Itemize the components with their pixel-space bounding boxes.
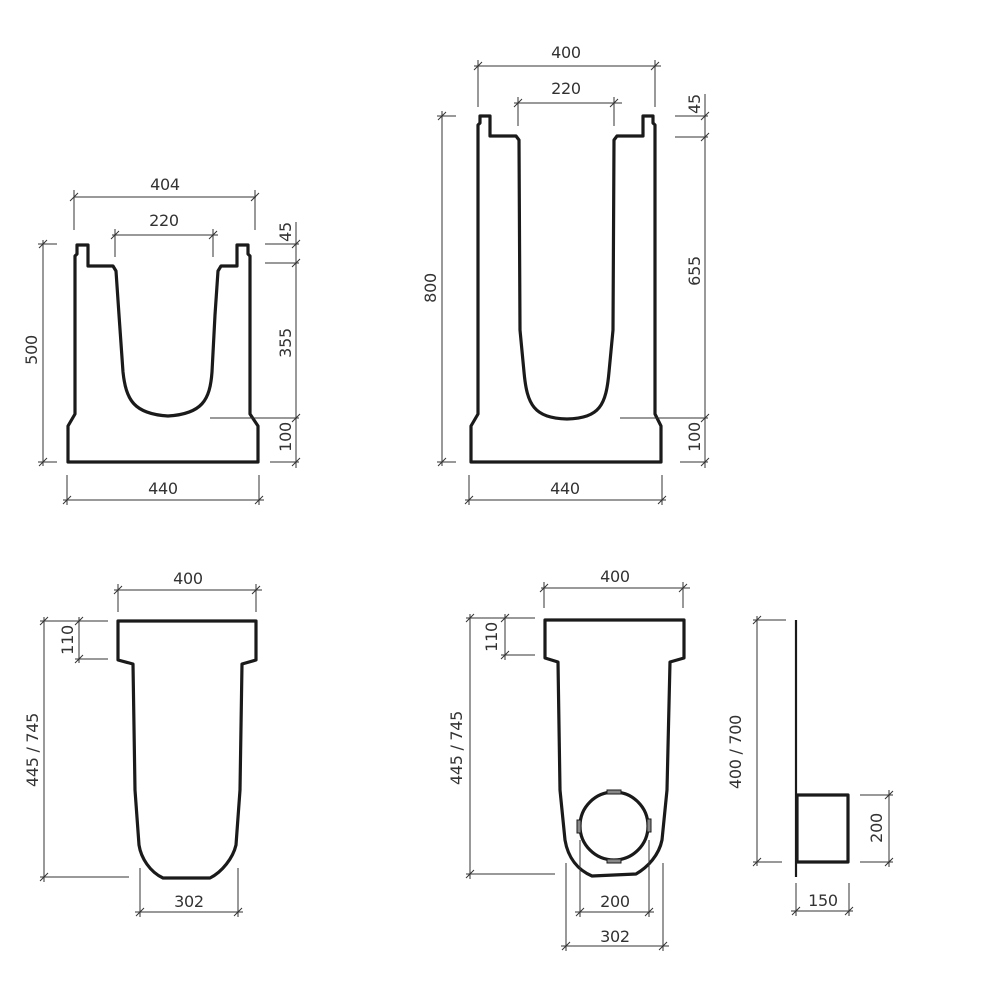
dim-label: 302	[174, 892, 204, 911]
gully-outline	[116, 619, 258, 880]
dim-label: 404	[150, 175, 180, 194]
dim-top-outer-width: 404	[69, 175, 260, 230]
gully-outlet-outline	[543, 618, 686, 878]
dim-label: 445 / 745	[447, 711, 466, 785]
dim-base-width: 440	[464, 475, 667, 505]
dim-label: 220	[149, 211, 179, 230]
dim-label: 445 / 745	[23, 713, 42, 787]
dim-top-width: 400	[113, 569, 262, 612]
dim-label: 200	[600, 892, 630, 911]
dim-label: 400	[600, 567, 630, 586]
pipe-lug	[576, 819, 582, 834]
dim-outlet-height: 200	[860, 790, 894, 867]
dim-label: 100	[276, 422, 295, 452]
dim-top-outer-width: 400	[473, 43, 661, 107]
gully-side-view: 400 / 700 200 150	[726, 615, 894, 916]
dim-label: 400	[173, 569, 203, 588]
dim-outlet-diameter: 200	[575, 840, 654, 917]
dim-outlet-length: 150	[791, 883, 854, 916]
dim-top-width: 400	[539, 567, 690, 608]
dim-label: 110	[482, 622, 501, 652]
outlet-box	[795, 793, 850, 864]
dim-label: 200	[867, 813, 886, 843]
dim-label: 655	[685, 256, 704, 286]
dim-label: 45	[685, 94, 704, 114]
channel-500-view: 404 220 500	[22, 175, 301, 505]
dim-label: 150	[808, 891, 838, 910]
dim-label: 45	[276, 222, 295, 242]
dim-bottom-width: 302	[561, 863, 669, 951]
dim-total-height: 445 / 745	[23, 616, 129, 882]
dim-total-height: 400 / 700	[726, 615, 786, 867]
gully-view: 400 110 445 / 745 302	[23, 569, 262, 917]
dim-top-inner-width: 220	[513, 79, 622, 126]
channel-800-view: 400 220 800 45	[421, 43, 710, 505]
pipe-lug	[646, 818, 652, 833]
pipe-lug	[606, 789, 622, 795]
dim-label: 302	[600, 927, 630, 946]
dim-label: 220	[551, 79, 581, 98]
dim-label: 400	[551, 43, 581, 62]
dim-bottom-width: 302	[135, 868, 243, 917]
dim-label: 355	[276, 328, 295, 358]
dim-label: 440	[550, 479, 580, 498]
dim-total-height: 800	[421, 111, 456, 467]
dim-label: 800	[421, 273, 440, 303]
dim-label: 100	[685, 422, 704, 452]
dim-right-chain: 45 355 100	[210, 222, 301, 468]
dim-collar-height: 110	[466, 613, 535, 660]
dim-total-height: 445 / 745	[447, 613, 555, 879]
dim-collar-height: 110	[40, 616, 108, 664]
pipe-lug	[606, 858, 622, 864]
outlet-pipe-icon	[578, 790, 650, 862]
dim-top-inner-width: 220	[110, 211, 218, 257]
dim-total-height: 500	[22, 239, 57, 467]
channel-500-outline	[66, 243, 260, 464]
dim-label: 110	[58, 625, 77, 655]
dim-label: 500	[22, 335, 41, 365]
gully-outlet-view: 400 110 445 / 745 200	[447, 567, 690, 951]
channel-800-outline	[469, 114, 663, 464]
dim-base-width: 440	[62, 475, 264, 505]
dim-right-chain: 45 655 100	[620, 94, 710, 468]
dim-label: 400 / 700	[726, 715, 745, 789]
dim-label: 440	[148, 479, 178, 498]
